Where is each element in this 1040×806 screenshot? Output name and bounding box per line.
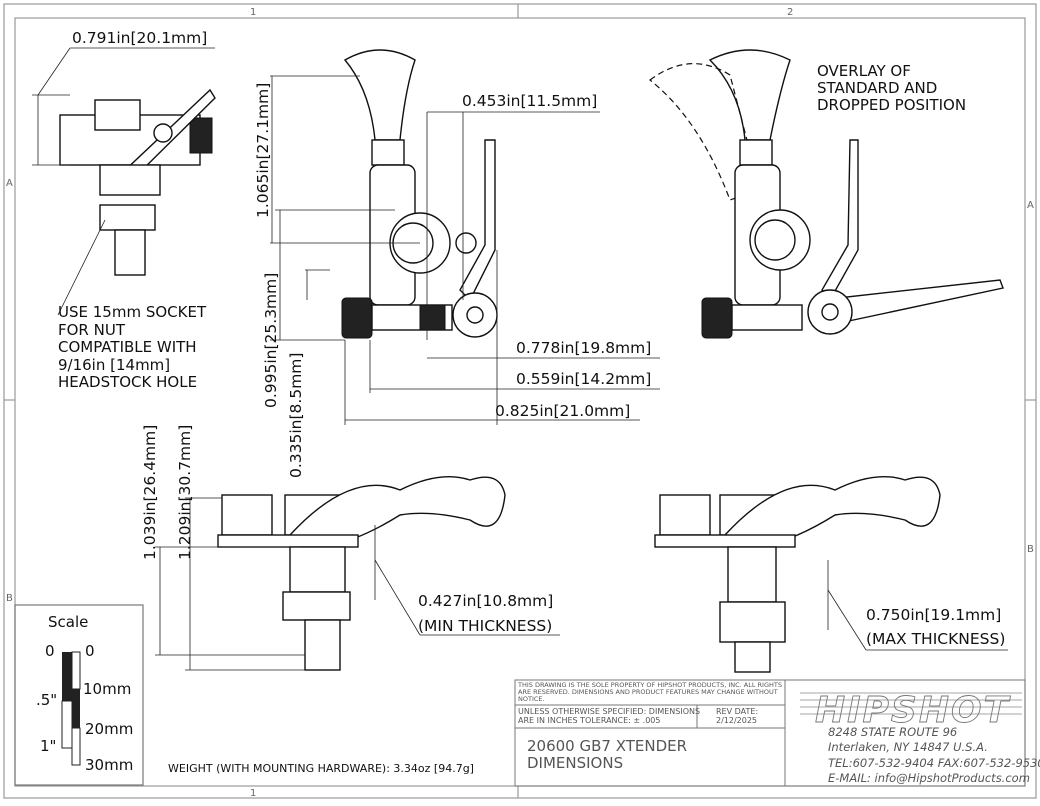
dim-1065: 1.065in[27.1mm] xyxy=(254,83,272,218)
zone-row-a-right: A xyxy=(1027,200,1034,211)
outer-border xyxy=(3,3,1037,799)
view-min-thickness xyxy=(155,475,560,671)
note-socket: USE 15mm SOCKET FOR NUT COMPATIBLE WITH … xyxy=(58,303,207,391)
overlay-note-line: OVERLAY OF xyxy=(817,62,911,80)
note-line: USE 15mm SOCKET xyxy=(58,303,207,321)
dim-0791: 0.791in[20.1mm] xyxy=(72,29,207,47)
title-block: THIS DRAWING IS THE SOLE PROPERTY OF HIP… xyxy=(514,679,1040,787)
zone-row-b: B xyxy=(6,593,13,604)
dim-0750-note: (MAX THICKNESS) xyxy=(866,630,1005,648)
zone-row-a: A xyxy=(6,178,13,189)
overlay-note-line: STANDARD AND xyxy=(817,79,937,97)
note-line: COMPATIBLE WITH xyxy=(58,338,197,356)
scale-mm-label: 30mm xyxy=(85,756,133,774)
drawing-title: DIMENSIONS xyxy=(527,754,623,772)
scale-mm-label: 10mm xyxy=(83,680,131,698)
view-front xyxy=(270,49,660,425)
hipshot-logo: HIPSHOT xyxy=(800,690,1022,731)
tolerance-note: UNLESS OTHERWISE SPECIFIED: DIMENSIONS xyxy=(518,707,700,716)
email: E-MAIL: info@HipshotProducts.com xyxy=(828,771,1030,785)
scale-mm-label: 20mm xyxy=(85,720,133,738)
zone-col-1: 1 xyxy=(250,7,256,18)
dim-0453: 0.453in[11.5mm] xyxy=(462,92,597,110)
property-notice: NOTICE. xyxy=(518,695,545,703)
dim-0559: 0.559in[14.2mm] xyxy=(516,370,651,388)
zone-row-b-right: B xyxy=(1027,544,1034,555)
scale-inch-label: 1" xyxy=(40,737,56,755)
note-line: FOR NUT xyxy=(58,321,126,339)
address-line: 8248 STATE ROUTE 96 xyxy=(828,725,957,739)
property-notice: THIS DRAWING IS THE SOLE PROPERTY OF HIP… xyxy=(517,681,782,689)
rev-date-value: 2/12/2025 xyxy=(716,716,757,725)
note-line: 9/16in [14mm] xyxy=(58,356,170,374)
dim-1039: 1.039in[26.4mm] xyxy=(141,425,159,560)
scale-mm-label: 0 xyxy=(85,642,95,660)
note-line: HEADSTOCK HOLE xyxy=(58,373,197,391)
tolerance-note: ARE IN INCHES TOLERANCE: ± .005 xyxy=(518,716,660,725)
view-max-thickness xyxy=(654,475,1008,673)
dim-0335: 0.335in[8.5mm] xyxy=(287,353,305,478)
view-side-small xyxy=(32,47,216,316)
zone-col-1-bottom: 1 xyxy=(250,788,256,799)
scale-title: Scale xyxy=(48,613,88,631)
rev-date-label: REV DATE: xyxy=(716,707,758,716)
zone-col-2: 2 xyxy=(787,7,793,18)
address-line: Interlaken, NY 14847 U.S.A. xyxy=(828,740,988,754)
drawing-title: 20600 GB7 XTENDER xyxy=(527,737,687,755)
dim-0427-note: (MIN THICKNESS) xyxy=(418,617,552,635)
dim-0825: 0.825in[21.0mm] xyxy=(495,402,630,420)
dim-0995: 0.995in[25.3mm] xyxy=(262,273,280,408)
scale-inch-label: 0 xyxy=(45,642,55,660)
view-overlay xyxy=(649,49,1004,339)
dim-1209: 1.209in[30.7mm] xyxy=(176,425,194,560)
logo-text: HIPSHOT xyxy=(815,690,1011,731)
overlay-note-line: DROPPED POSITION xyxy=(817,96,966,114)
dim-0427: 0.427in[10.8mm] xyxy=(418,592,553,610)
dim-0750: 0.750in[19.1mm] xyxy=(866,606,1001,624)
weight-note: WEIGHT (WITH MOUNTING HARDWARE): 3.34oz … xyxy=(168,762,474,775)
dim-0778: 0.778in[19.8mm] xyxy=(516,339,651,357)
property-notice: ARE RESERVED. DIMENSIONS AND PRODUCT FEA… xyxy=(518,688,778,696)
phone-fax: TEL:607-532-9404 FAX:607-532-9530 xyxy=(828,756,1040,770)
scale-inch-label: .5" xyxy=(36,691,57,709)
scale-legend: Scale 0 .5" 1" 0 10mm 20mm 30mm xyxy=(14,604,144,786)
